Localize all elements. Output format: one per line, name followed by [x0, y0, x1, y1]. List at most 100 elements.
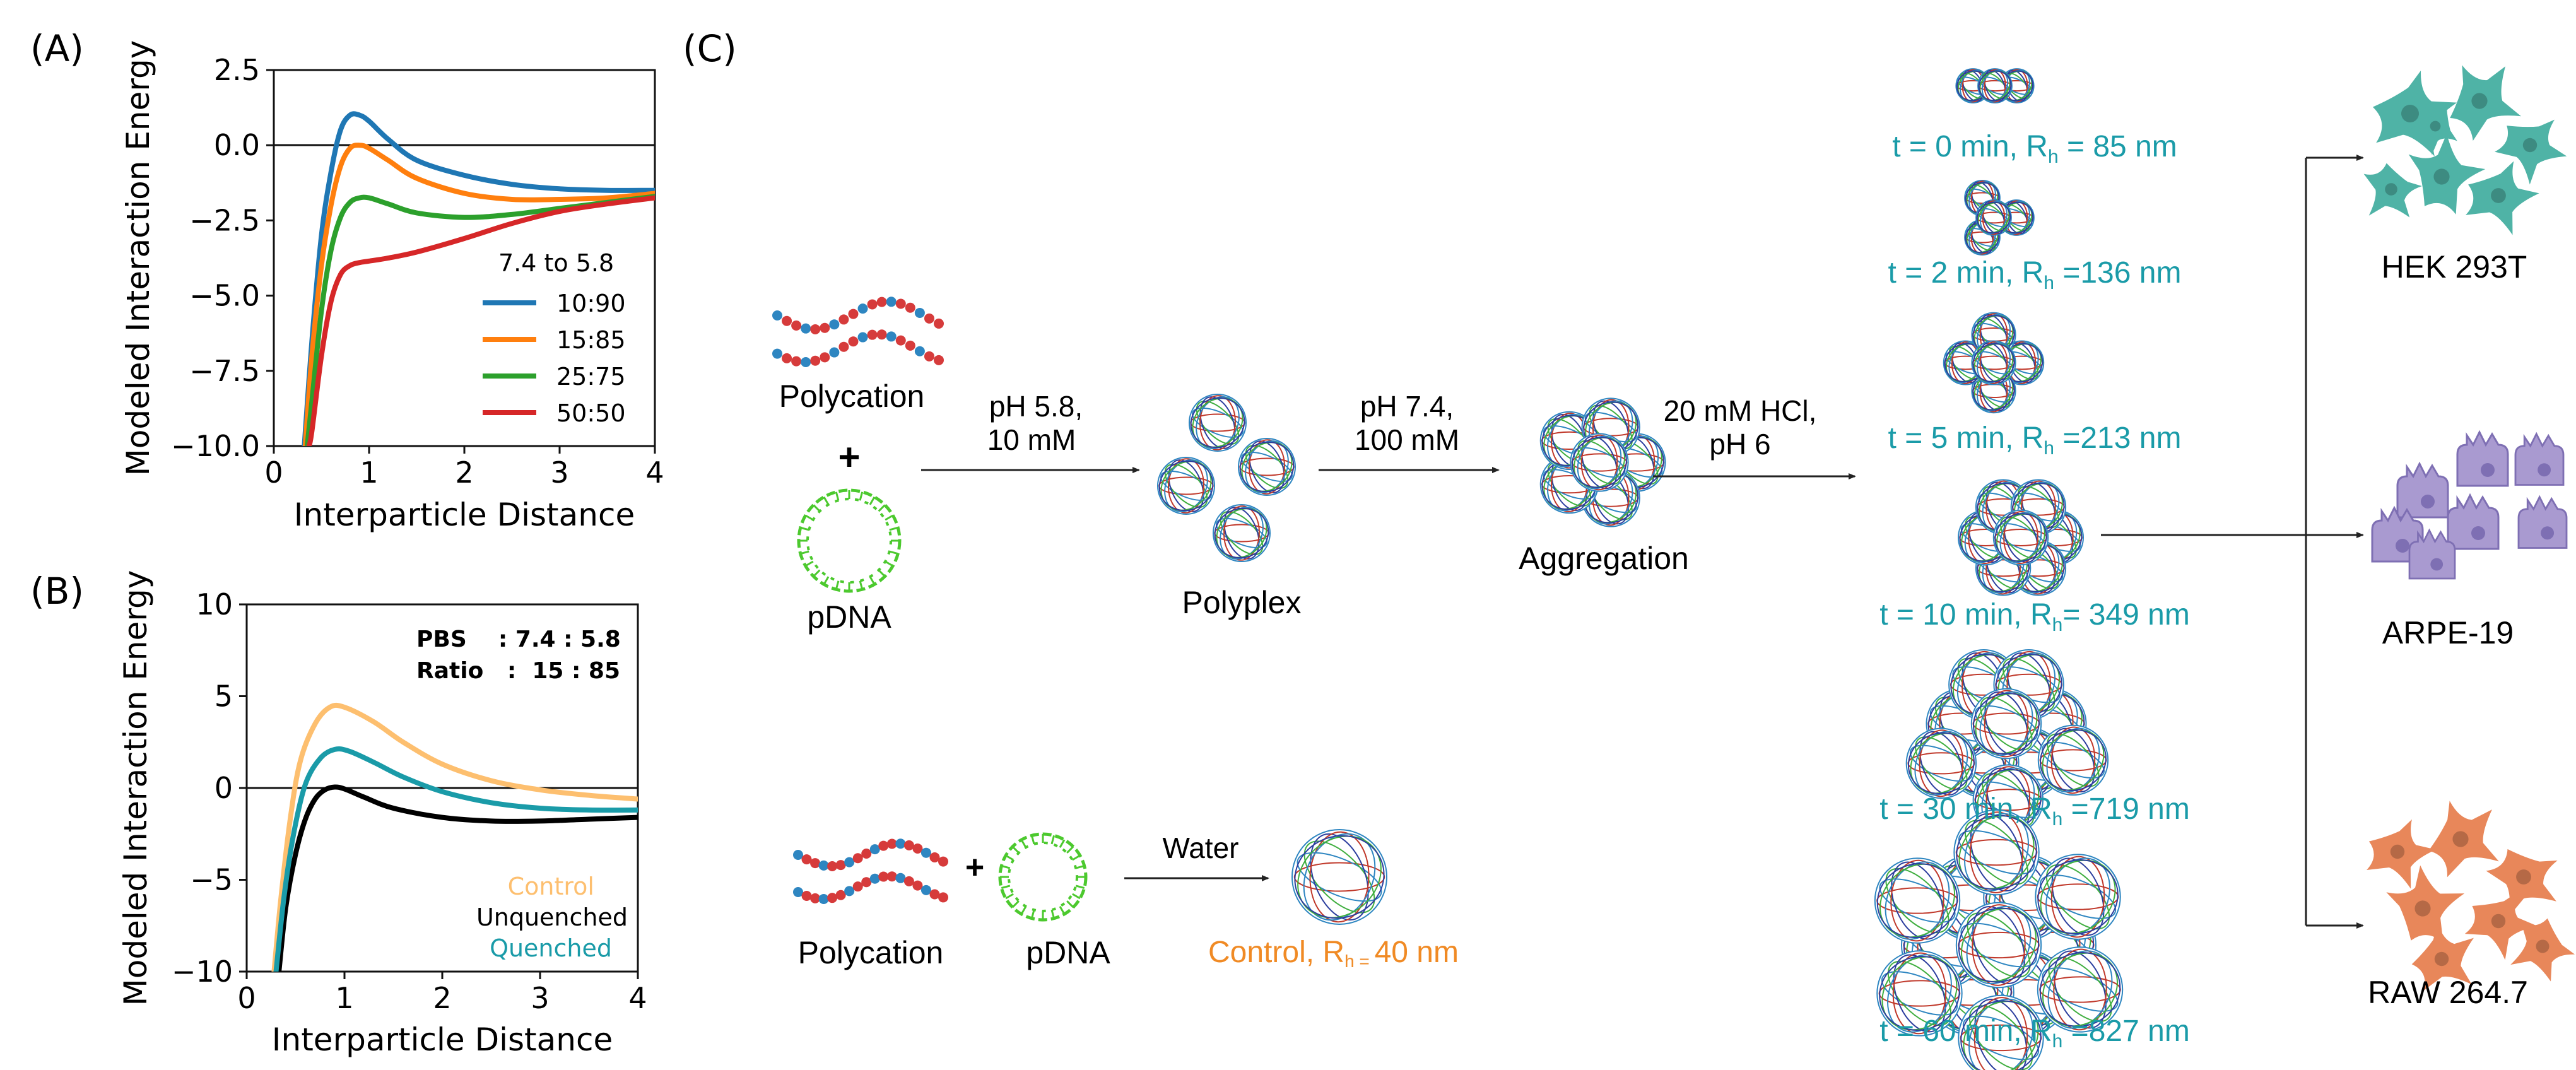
polyplex-strand	[1982, 200, 2006, 235]
arrow3-label-line1: 20 mM HCl,	[1664, 394, 1817, 427]
polycation-bead	[801, 854, 812, 865]
polycation-bead	[857, 332, 868, 343]
dna-rung	[859, 580, 864, 590]
plot-a-xlabel: Interparticle Distance	[294, 497, 635, 533]
cell-nucleus	[2401, 105, 2419, 122]
polycation-bead	[924, 313, 934, 324]
polyplex-strand	[1245, 445, 1289, 489]
polycation-bead	[903, 840, 914, 850]
cell-nucleus	[2430, 121, 2441, 132]
polyplex-strand	[1982, 72, 2008, 100]
polycation-label-bottom: Polycation	[798, 935, 944, 970]
polycation-bead	[861, 877, 872, 888]
cell-fibroblast	[2450, 65, 2521, 141]
cell-body	[2495, 119, 2567, 185]
polycation-bead	[920, 847, 931, 858]
polycation-bead	[835, 890, 846, 900]
cell-nucleus	[2538, 463, 2551, 477]
pdna-label-top: pDNA	[807, 599, 891, 635]
polyplex-strand	[1974, 998, 2028, 1070]
polyplex-strand	[1909, 744, 1973, 782]
polyplex-strand	[1577, 440, 1621, 485]
polyplex-strand	[1223, 505, 1260, 561]
cell-body	[2447, 493, 2500, 550]
raw-cells	[2367, 801, 2575, 991]
polycation-bead	[861, 849, 872, 859]
polyplex-strand	[1168, 458, 1204, 514]
cell-fibroblast	[2372, 70, 2457, 156]
polycation-bead	[801, 890, 812, 901]
polycation-bead	[934, 318, 944, 329]
polycation-bead	[895, 335, 906, 346]
cell-nucleus	[2522, 138, 2538, 153]
series-line-quenched	[273, 746, 638, 972]
hek-cells	[2363, 65, 2567, 235]
polyplex-strand	[1999, 512, 2042, 563]
dna-rung	[878, 569, 886, 577]
cell-nucleus	[2396, 539, 2409, 553]
cell-body	[2450, 65, 2521, 141]
cell-body	[2408, 133, 2486, 215]
polycation-bead	[791, 320, 802, 331]
polyplex-strand	[2045, 857, 2110, 936]
polyplex-strand	[1994, 513, 2047, 562]
polyplex-strand	[1891, 861, 1944, 940]
polyplex-strand	[1973, 997, 2028, 1070]
dna-rung	[835, 580, 840, 590]
series-line-25-75	[304, 194, 655, 446]
polycation-bead	[848, 336, 859, 347]
dna-rung	[885, 514, 894, 521]
timepoint-label: t = 30 min, Rh =719 nm	[1879, 792, 2190, 830]
cell-fibroblast	[2464, 891, 2537, 960]
cell-nucleus	[2452, 831, 2469, 847]
y-tick-label: 10	[196, 587, 233, 621]
legend-a-entry-1: 10:90	[556, 290, 626, 317]
polyplex-strand	[1199, 395, 1236, 450]
plot-b-ylabel: Modeled Interaction Energy	[117, 570, 154, 1006]
polycation-bead	[905, 340, 915, 351]
polycation-bead	[867, 299, 878, 310]
timepoint-label: t = 0 min, Rh = 85 nm	[1892, 130, 2177, 167]
polyplex-strand	[2048, 956, 2112, 1023]
cell-fibroblast	[2466, 161, 2539, 235]
x-tick-label: 0	[237, 981, 256, 1015]
cell-nucleus	[2414, 900, 2431, 917]
polyplex-strand	[1160, 471, 1212, 501]
polycation-bead	[869, 873, 880, 884]
polycation-bead	[793, 850, 803, 860]
polyplex-strand	[1915, 736, 1968, 791]
polyplex-strand	[1914, 731, 1968, 796]
cell-epithelial	[2517, 495, 2568, 549]
legend-a-entry-4: 50:50	[556, 399, 626, 427]
polyplex-strand	[1309, 831, 1370, 923]
polyplex-strand	[1196, 396, 1240, 449]
arrow3-label-line2: pH 6	[1709, 428, 1770, 461]
plus-sign-top: +	[838, 436, 860, 478]
dna-strand-inner	[806, 498, 892, 584]
control-label: Control, Rh = 40 nm	[1208, 936, 1459, 971]
polycation-bead	[838, 341, 849, 352]
plot-b-xlabel: Interparticle Distance	[272, 1021, 613, 1058]
cell-body	[2456, 430, 2509, 487]
y-tick-label: −10.0	[171, 429, 260, 463]
cell-fibroblast	[2411, 924, 2474, 991]
polyplex-strand	[2042, 967, 2119, 1012]
polyplex-strand	[1975, 705, 2038, 743]
dna-rung	[1066, 845, 1074, 854]
polycation-bead	[827, 893, 838, 903]
polycation-chain-bottom	[793, 838, 948, 904]
polyplex-strand	[2042, 741, 2105, 779]
polyplex-strand	[1581, 435, 1618, 490]
polyplex-strand	[1979, 341, 2008, 384]
polyplex-strand	[2047, 950, 2113, 1029]
dna-rung	[1050, 909, 1056, 919]
polyplex-strand	[1970, 813, 2023, 892]
polycation-bead	[820, 352, 830, 363]
polycation-bead	[852, 881, 863, 892]
cell-nucleus	[2434, 951, 2449, 967]
polyplex-strand	[1887, 954, 1952, 1033]
polycation-chain-top	[772, 297, 944, 367]
polycation-bead	[924, 351, 934, 362]
